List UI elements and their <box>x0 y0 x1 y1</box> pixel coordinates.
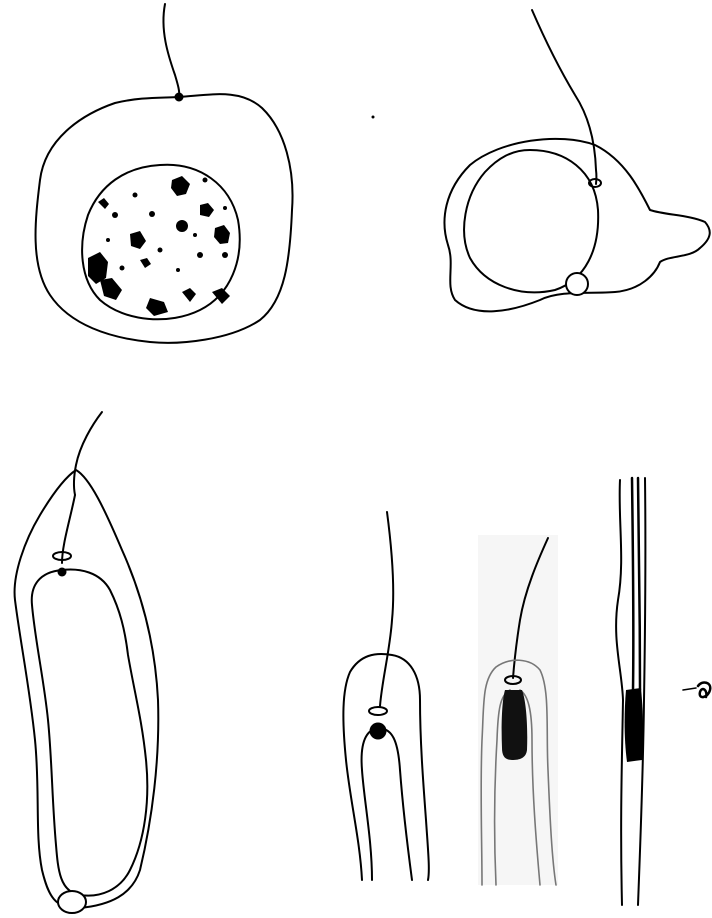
flagellum-line <box>163 4 179 97</box>
elongated-cell <box>15 412 159 913</box>
filament-core-line-1 <box>632 478 633 690</box>
fragment-curl <box>698 683 710 698</box>
dark-nuclear-rod <box>502 690 528 760</box>
basal-body-dot <box>176 94 183 101</box>
faint-cell-with-dark-rod <box>478 535 558 885</box>
round-cell-with-granular-nucleus <box>36 4 293 343</box>
outer-cell-membrane <box>343 654 428 880</box>
filament-core-line-2 <box>638 478 640 690</box>
thin-filament <box>616 478 645 905</box>
dark-nuclear-body <box>370 723 387 740</box>
chromatin-granules <box>88 176 230 316</box>
stray-dot <box>372 116 375 119</box>
narrow-cell-with-dark-body <box>343 512 428 880</box>
flagellum-line <box>380 512 393 706</box>
nucleus-outline <box>464 150 598 292</box>
fragment-tail <box>683 688 696 690</box>
nucleus-inner-left <box>362 728 378 880</box>
outer-cell-membrane <box>15 470 159 908</box>
dark-midpiece <box>625 688 643 762</box>
nucleus-outline <box>32 570 148 896</box>
cell-with-clear-nucleus-and-lobe <box>372 10 710 311</box>
acrosome-vesicle <box>566 273 588 295</box>
basal-body-dot <box>58 568 67 577</box>
centriole-ring <box>369 707 387 715</box>
acrosome-cap <box>58 891 86 913</box>
nucleus-inner-right <box>378 728 412 880</box>
filament-left-edge <box>616 480 623 905</box>
small-curled-fragment <box>683 683 710 698</box>
